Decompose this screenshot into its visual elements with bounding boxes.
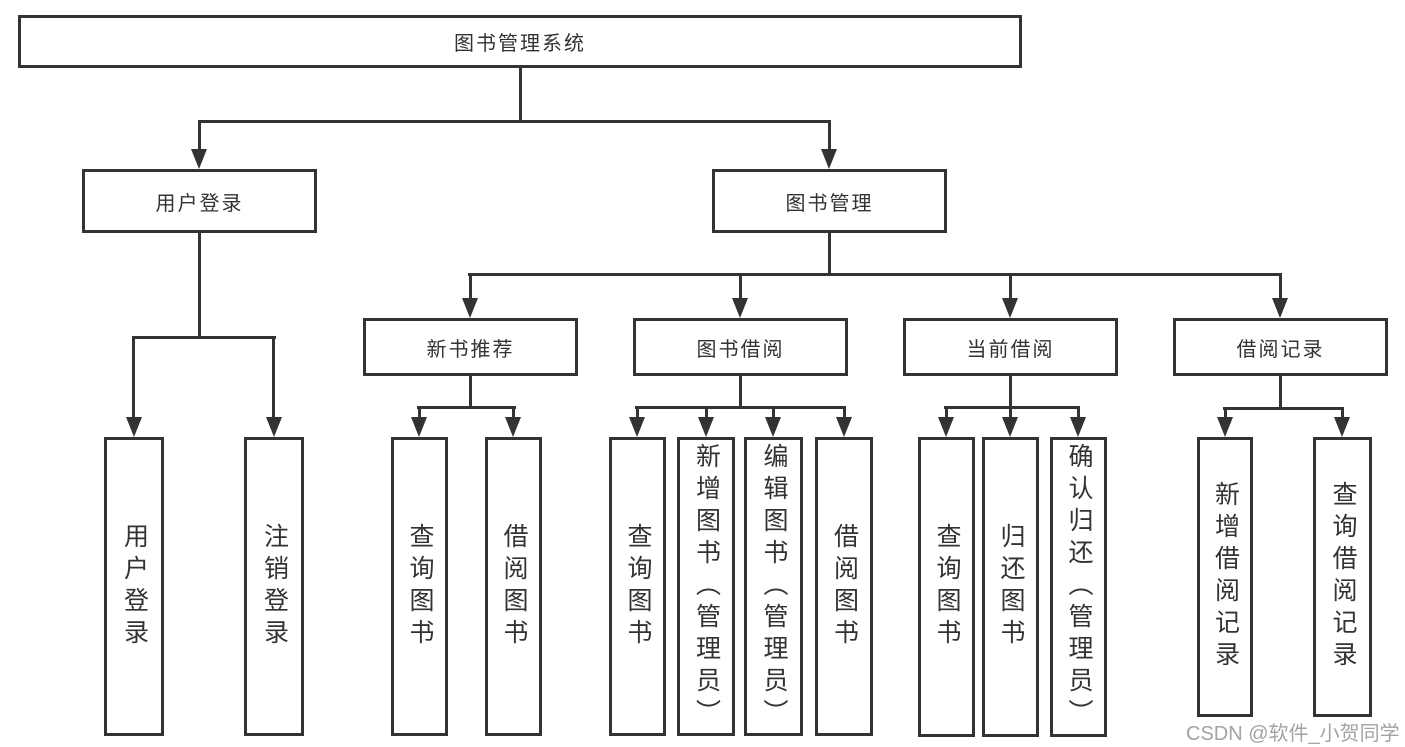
connector-line (739, 376, 742, 408)
leaf-user-login-action-label: 用户登录 (120, 522, 149, 651)
arrow-down-icon (191, 149, 207, 169)
watermark-text: CSDN @软件_小贺同学 (1186, 723, 1400, 745)
node-new-book-recommend-label: 新书推荐 (426, 338, 515, 361)
connector-line (198, 233, 201, 338)
node-book-management: 图书管理 (712, 169, 947, 233)
node-book-borrow-label: 图书借阅 (696, 338, 785, 361)
connector-line (132, 336, 276, 339)
leaf-records-query-record: 查询借阅记录 (1313, 437, 1372, 717)
leaf-user-login-action: 用户登录 (104, 437, 164, 736)
leaf-records-add-record: 新增借阅记录 (1197, 437, 1253, 717)
leaf-logout: 注销登录 (244, 437, 304, 736)
connector-line (945, 406, 948, 419)
node-borrow-records: 借阅记录 (1173, 318, 1388, 376)
connector-line (1009, 273, 1012, 300)
arrow-down-icon (1002, 417, 1018, 437)
leaf-current-query-books-label: 查询图书 (933, 523, 961, 651)
leaf-borrow-edit-book-admin-label: 编辑图书（管理员） (760, 442, 788, 731)
leaf-current-confirm-return-admin-label: 确认归还（管理员） (1065, 443, 1093, 731)
connector-line (772, 406, 775, 419)
connector-line (828, 233, 831, 275)
connector-line (1077, 406, 1080, 419)
connector-line (468, 273, 1282, 276)
connector-line (739, 273, 742, 300)
arrow-down-icon (462, 298, 478, 318)
leaf-borrow-borrow-book: 借阅图书 (815, 437, 873, 736)
connector-line (1279, 376, 1282, 409)
node-user-login-label: 用户登录 (155, 192, 244, 215)
arrow-down-icon (1002, 298, 1018, 318)
node-book-management-label: 图书管理 (785, 192, 874, 215)
leaf-borrow-query-books: 查询图书 (609, 437, 666, 736)
connector-line (519, 68, 522, 120)
connector-line (636, 406, 639, 419)
leaf-current-confirm-return-admin: 确认归还（管理员） (1050, 437, 1107, 737)
leaf-current-query-books: 查询图书 (918, 437, 975, 737)
leaf-recommend-borrow-book: 借阅图书 (485, 437, 542, 736)
arrow-down-icon (1334, 417, 1350, 437)
connector-line (418, 406, 421, 419)
leaf-borrow-borrow-book-label: 借阅图书 (830, 522, 859, 651)
arrow-down-icon (821, 149, 837, 169)
node-current-borrow-label: 当前借阅 (966, 338, 1055, 361)
connector-line (469, 273, 472, 300)
leaf-logout-label: 注销登录 (260, 522, 289, 651)
arrow-down-icon (732, 298, 748, 318)
arrow-down-icon (836, 417, 852, 437)
arrow-down-icon (938, 417, 954, 437)
leaf-borrow-query-books-label: 查询图书 (624, 522, 652, 651)
arrow-down-icon (698, 417, 714, 437)
connector-line (635, 406, 846, 409)
arrow-down-icon (126, 417, 142, 437)
node-user-login: 用户登录 (82, 169, 317, 233)
arrow-down-icon (765, 417, 781, 437)
connector-line (843, 406, 846, 419)
node-current-borrow: 当前借阅 (903, 318, 1118, 376)
connector-line (1279, 273, 1282, 300)
arrow-down-icon (1070, 417, 1086, 437)
arrow-down-icon (1217, 417, 1233, 437)
node-root-label: 图书管理系统 (454, 33, 586, 55)
connector-line (198, 120, 201, 150)
arrow-down-icon (411, 417, 427, 437)
connector-line (1224, 407, 1227, 419)
connector-line (705, 406, 708, 419)
leaf-current-return-book-label: 归还图书 (997, 523, 1025, 651)
leaf-current-return-book: 归还图书 (982, 437, 1039, 737)
leaf-recommend-query-books: 查询图书 (391, 437, 448, 736)
node-new-book-recommend: 新书推荐 (363, 318, 578, 376)
leaf-borrow-add-book-admin-label: 新增图书（管理员） (692, 442, 721, 731)
leaf-records-query-record-label: 查询借阅记录 (1329, 481, 1357, 673)
node-root-system: 图书管理系统 (18, 15, 1022, 68)
node-book-borrow: 图书借阅 (633, 318, 848, 376)
connector-line (198, 120, 831, 123)
connector-line (512, 406, 515, 419)
arrow-down-icon (1272, 298, 1288, 318)
connector-line (272, 336, 275, 418)
connector-line (1009, 406, 1012, 419)
leaf-borrow-edit-book-admin: 编辑图书（管理员） (744, 437, 803, 736)
leaf-recommend-query-books-label: 查询图书 (406, 522, 434, 651)
node-borrow-records-label: 借阅记录 (1236, 338, 1325, 361)
connector-line (417, 406, 516, 409)
connector-line (1341, 407, 1344, 419)
connector-line (469, 376, 472, 408)
connector-line (944, 406, 1080, 409)
leaf-records-add-record-label: 新增借阅记录 (1211, 481, 1240, 673)
leaf-borrow-add-book-admin: 新增图书（管理员） (677, 437, 735, 736)
connector-line (828, 120, 831, 150)
arrow-down-icon (266, 417, 282, 437)
arrow-down-icon (505, 417, 521, 437)
connector-line (1009, 376, 1012, 408)
connector-line (1223, 407, 1344, 410)
arrow-down-icon (629, 417, 645, 437)
connector-line (132, 336, 135, 418)
leaf-recommend-borrow-book-label: 借阅图书 (500, 522, 528, 651)
